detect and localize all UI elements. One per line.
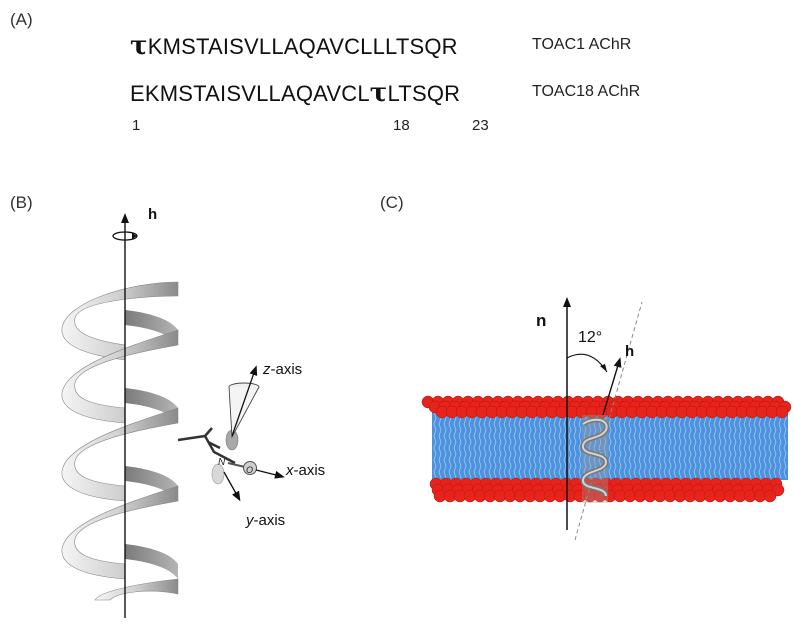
sequence-toac18: EKMSTAISVLLAQAVCLτLTSQR	[130, 78, 460, 108]
helix-ribbon	[61, 281, 179, 601]
tau-symbol: τ	[369, 78, 388, 108]
z-axis-arrow	[231, 365, 258, 437]
tilt-angle-label: 12°	[578, 329, 602, 346]
tau-symbol: τ	[130, 31, 148, 61]
panel-c-diagram: n h 12°	[421, 297, 792, 541]
position-23: 23	[472, 117, 489, 134]
rotation-icon	[112, 231, 138, 241]
sequence-toac18-prefix: EKMSTAISVLLAQAVCL	[130, 81, 370, 106]
x-axis-arrow	[255, 469, 285, 479]
position-1: 1	[132, 117, 141, 134]
y-axis-label: y-axis	[245, 512, 285, 529]
x-axis-label: x-axis	[285, 462, 325, 479]
position-18: 18	[393, 117, 410, 134]
sequence-toac18-suffix: LTSQR	[387, 81, 461, 106]
membrane-normal-label: n	[536, 311, 546, 330]
oxygen-label: O	[246, 465, 253, 475]
tilt-angle-arc	[566, 353, 608, 373]
y-axis-arrow	[223, 471, 241, 502]
helix-axis-label: h	[148, 206, 157, 223]
upper-headgroup-layer	[421, 395, 792, 419]
panel-b-label: (B)	[10, 193, 33, 212]
tilted-axis-line	[574, 301, 643, 541]
toac-label: O N	[177, 382, 260, 485]
lower-headgroup-layer	[429, 477, 785, 503]
helix-tilt-arrow	[602, 357, 622, 416]
sequence-toac18-name: TOAC18 AChR	[532, 83, 641, 100]
sequence-toac1: τKMSTAISVLLAQAVCLLLTSQR	[130, 31, 458, 61]
panel-a-label: (A)	[10, 10, 33, 29]
helix-tilt-label: h	[625, 343, 634, 360]
z-axis-label: z-axis	[262, 361, 302, 378]
sequence-toac1-name: TOAC1 AChR	[532, 36, 632, 53]
panel-c-label: (C)	[380, 193, 404, 212]
transmembrane-helix	[580, 415, 610, 503]
lipid-tails	[432, 410, 788, 480]
nitrogen-label: N	[218, 457, 226, 468]
sequence-toac1-residues: KMSTAISVLLAQAVCLLLTSQR	[147, 34, 458, 59]
